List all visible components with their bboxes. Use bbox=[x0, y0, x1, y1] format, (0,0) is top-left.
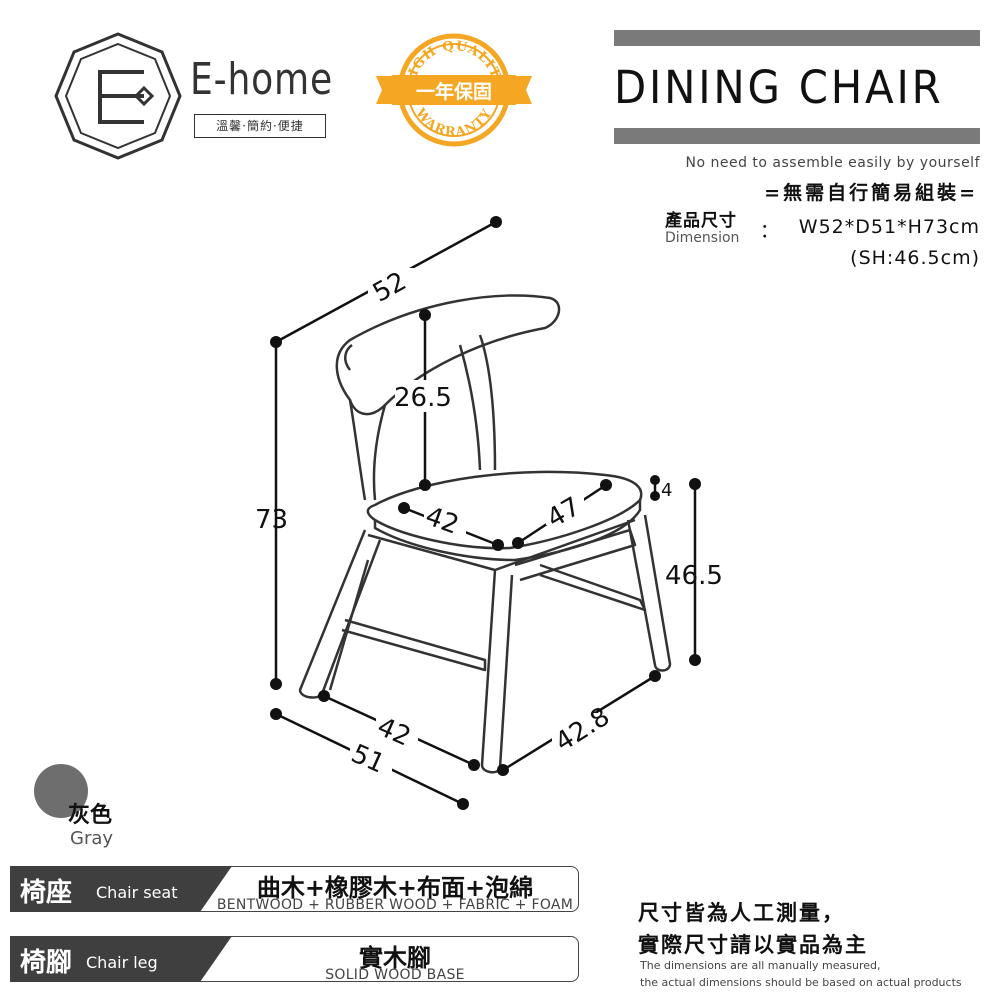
spec-label-zh: 椅座 bbox=[20, 878, 73, 908]
dimension-label-en: Dimension bbox=[665, 230, 740, 246]
spec-value-zh: 曲木+橡膠木+布面+泡綿 bbox=[256, 874, 534, 902]
spec-row-leg: 椅腳 Chair leg 實木腳 SOLID WOOD BASE bbox=[10, 936, 580, 983]
spec-value-en: BENTWOOD + RUBBER WOOD + FABRIC + FOAM bbox=[216, 897, 574, 913]
spec-label-zh: 椅腳 bbox=[20, 948, 73, 978]
brand-name: E-home bbox=[190, 54, 334, 105]
brand-tagline: 溫馨·簡約·便捷 bbox=[194, 114, 326, 138]
assemble-note-en: No need to assemble easily by yourself bbox=[685, 155, 980, 171]
title-bar-top bbox=[614, 30, 980, 46]
dim-seat-thickness: 4 bbox=[661, 480, 672, 501]
badge-center-text: 一年保固 bbox=[416, 80, 492, 103]
spec-value-en: SOLID WOOD BASE bbox=[325, 967, 465, 983]
dim-height-total: 73 bbox=[255, 505, 288, 535]
brand-logo-icon bbox=[54, 32, 182, 160]
color-swatch bbox=[34, 764, 88, 818]
assemble-note-zh: =無需自行簡易組裝= bbox=[764, 182, 978, 204]
dimension-colon: ： bbox=[760, 220, 780, 242]
product-title: DINING CHAIR bbox=[614, 61, 944, 114]
dim-seat-height: 46.5 bbox=[665, 561, 723, 591]
spec-row-frame bbox=[10, 866, 579, 912]
dimension-value: W52*D51*H73cm bbox=[798, 216, 980, 238]
spec-label-en: Chair leg bbox=[86, 953, 158, 972]
spec-row-seat: 椅座 Chair seat 曲木+橡膠木+布面+泡綿 BENTWOOD + RU… bbox=[10, 866, 580, 913]
dim-backrest-height: 26.5 bbox=[394, 383, 452, 413]
title-bar-bottom bbox=[614, 128, 980, 144]
dim-base-depth: 42.8 bbox=[550, 702, 615, 758]
note-en-line2: the actual dimensions should be based on… bbox=[640, 976, 962, 989]
note-zh-line2: 實際尺寸請以實品為主 bbox=[638, 933, 868, 957]
spec-label-en: Chair seat bbox=[96, 883, 178, 902]
spec-tab-bg bbox=[10, 866, 232, 912]
spec-tab-bg bbox=[10, 936, 232, 982]
note-zh-line1: 尺寸皆為人工測量， bbox=[638, 901, 845, 925]
dimension-label-zh: 產品尺寸 bbox=[665, 211, 737, 231]
warranty-badge-icon: HIGH QUALITY WARRANTY 一年保固 bbox=[376, 33, 532, 147]
color-name-en: Gray bbox=[70, 828, 114, 849]
spec-row-frame bbox=[10, 936, 579, 982]
spec-value-zh: 實木腳 bbox=[359, 944, 431, 972]
note-en-line1: The dimensions are all manually measured… bbox=[640, 959, 881, 972]
seat-height-value: (SH:46.5cm) bbox=[850, 247, 980, 269]
chair-outline bbox=[298, 294, 672, 774]
color-name-zh: 灰色 bbox=[68, 803, 113, 828]
